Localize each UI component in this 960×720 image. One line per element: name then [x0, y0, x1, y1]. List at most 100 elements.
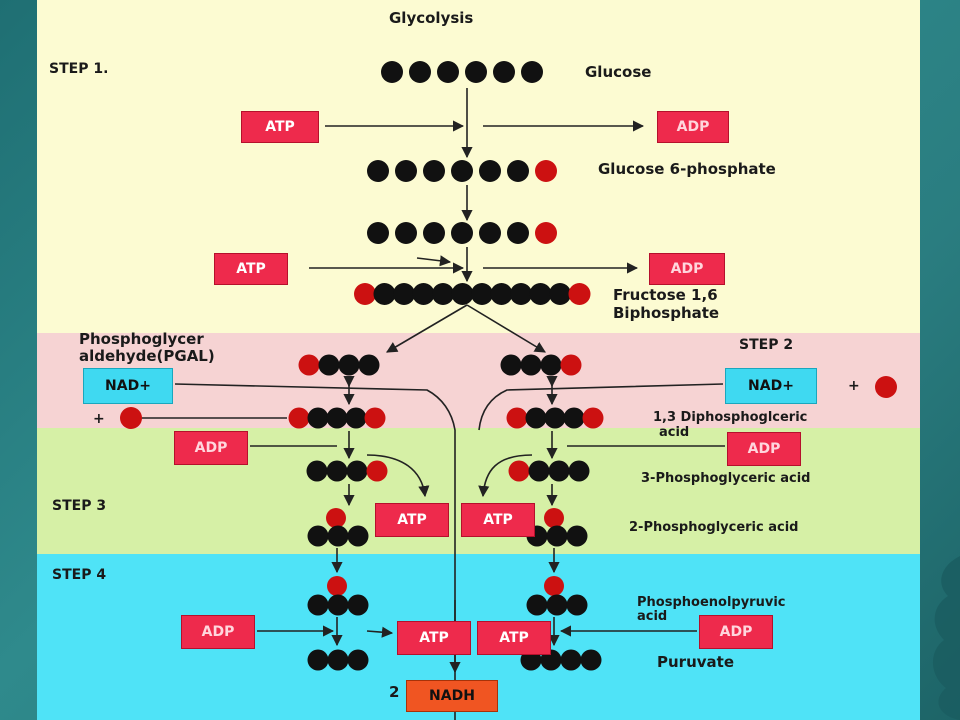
atp-box-step4-left: ATP [397, 621, 471, 655]
carbon-ball [347, 525, 369, 547]
carbon-ball [326, 407, 348, 429]
phosphate-ball [508, 460, 530, 482]
carbon-ball [338, 354, 360, 376]
plus-sign-right: + [848, 378, 860, 394]
phosphate-ball [327, 576, 347, 596]
phosphate-ball [326, 508, 346, 528]
plus-sign-left: + [93, 411, 105, 427]
pep-label-line1: Phosphoenolpyruvic [637, 595, 786, 610]
carbon-ball [528, 460, 550, 482]
step1-label: STEP 1. [49, 61, 109, 77]
glucose-label: Glucose [585, 63, 652, 81]
carbon-ball [529, 283, 552, 305]
diagram-canvas [120, 61, 897, 720]
carbon-ball [326, 460, 348, 482]
carbon-ball [451, 222, 473, 244]
carbon-ball [327, 525, 349, 547]
reaction-arrow [478, 383, 724, 431]
adp-box-step3-left: ADP [174, 431, 248, 465]
pgal-label-line1: Phosphoglycer [79, 330, 204, 348]
atp-box-step1b: ATP [214, 253, 288, 285]
carbon-ball [347, 649, 369, 671]
phosphate-ball [535, 222, 557, 244]
carbon-ball [307, 525, 329, 547]
carbon-ball [451, 283, 474, 305]
f16-label-line1: Fructose 1,6 [613, 286, 718, 304]
carbon-ball [358, 354, 380, 376]
adp-box-step1b: ADP [649, 253, 725, 285]
pg3-label: 3-Phosphoglyceric acid [641, 471, 811, 486]
carbon-ball [306, 460, 328, 482]
carbon-ball [479, 222, 501, 244]
carbon-ball [451, 160, 473, 182]
step3-label: STEP 3 [52, 498, 107, 514]
carbon-ball [479, 160, 501, 182]
carbon-ball [393, 283, 415, 305]
reaction-arrows [141, 88, 725, 720]
step4-label: STEP 4 [52, 567, 107, 583]
adp-box-step1a: ADP [657, 111, 729, 143]
atp-box-step1a: ATP [241, 111, 319, 143]
carbon-ball [346, 460, 368, 482]
reaction-arrow [386, 304, 468, 353]
phosphate-ball [354, 283, 376, 305]
carbon-ball [318, 354, 340, 376]
carbon-ball [493, 61, 515, 83]
carbon-ball [437, 61, 459, 83]
phosphate-ball [560, 354, 582, 376]
carbon-ball [423, 222, 445, 244]
atp-box-step3-right: ATP [461, 503, 535, 537]
carbon-ball [367, 222, 389, 244]
carbon-ball [560, 649, 582, 671]
molecule-chains [120, 61, 897, 671]
carbon-ball [395, 160, 417, 182]
carbon-ball [525, 407, 547, 429]
pyruvate-label: Puruvate [657, 653, 734, 671]
carbon-ball [568, 460, 590, 482]
adp-box-step4-left: ADP [181, 615, 255, 649]
carbon-ball [549, 283, 571, 305]
carbon-ball [465, 61, 487, 83]
reaction-arrow [366, 454, 430, 498]
carbon-ball [521, 61, 543, 83]
phosphate-ball [120, 407, 142, 429]
nadh-box: NADH [406, 680, 498, 712]
pgal-label-line2: aldehyde(PGAL) [79, 347, 215, 365]
carbon-ball [507, 222, 529, 244]
diagram-title: Glycolysis [389, 9, 474, 27]
phosphate-ball [288, 407, 310, 429]
carbon-ball [432, 283, 454, 305]
g6p-label: Glucose 6-phosphate [598, 160, 776, 178]
reaction-arrow [416, 255, 452, 267]
phosphate-ball [364, 407, 386, 429]
dpg-label-line2: acid [659, 425, 690, 440]
carbon-ball [373, 283, 396, 305]
phosphate-ball [544, 576, 564, 596]
nad-box-right: NAD+ [725, 368, 817, 404]
reaction-arrow [478, 454, 533, 498]
carbon-ball [307, 594, 329, 616]
carbon-ball [471, 283, 493, 305]
carbon-ball [526, 594, 548, 616]
phosphate-ball [506, 407, 528, 429]
carbon-ball [566, 594, 588, 616]
carbon-ball [409, 61, 431, 83]
pep-label-line2: acid [637, 609, 668, 624]
phosphate-ball [544, 508, 564, 528]
carbon-ball [412, 283, 435, 305]
carbon-ball [544, 407, 566, 429]
adp-box-step4-right: ADP [699, 615, 773, 649]
f16-label-line2: Biphosphate [613, 304, 720, 322]
carbon-ball [423, 160, 445, 182]
pg2-label: 2-Phosphoglyceric acid [629, 520, 799, 535]
carbon-ball [540, 354, 562, 376]
reaction-arrow [466, 304, 546, 353]
slide-panel: Glycolysis STEP 1. STEP 2 STEP 3 STEP 4 … [37, 0, 920, 720]
carbon-ball [500, 354, 522, 376]
carbon-ball [327, 594, 349, 616]
step1-band [37, 0, 920, 333]
phosphate-ball [535, 160, 557, 182]
reaction-arrow [174, 383, 456, 720]
phosphate-ball [582, 407, 604, 429]
nadh-count: 2 [389, 683, 400, 701]
